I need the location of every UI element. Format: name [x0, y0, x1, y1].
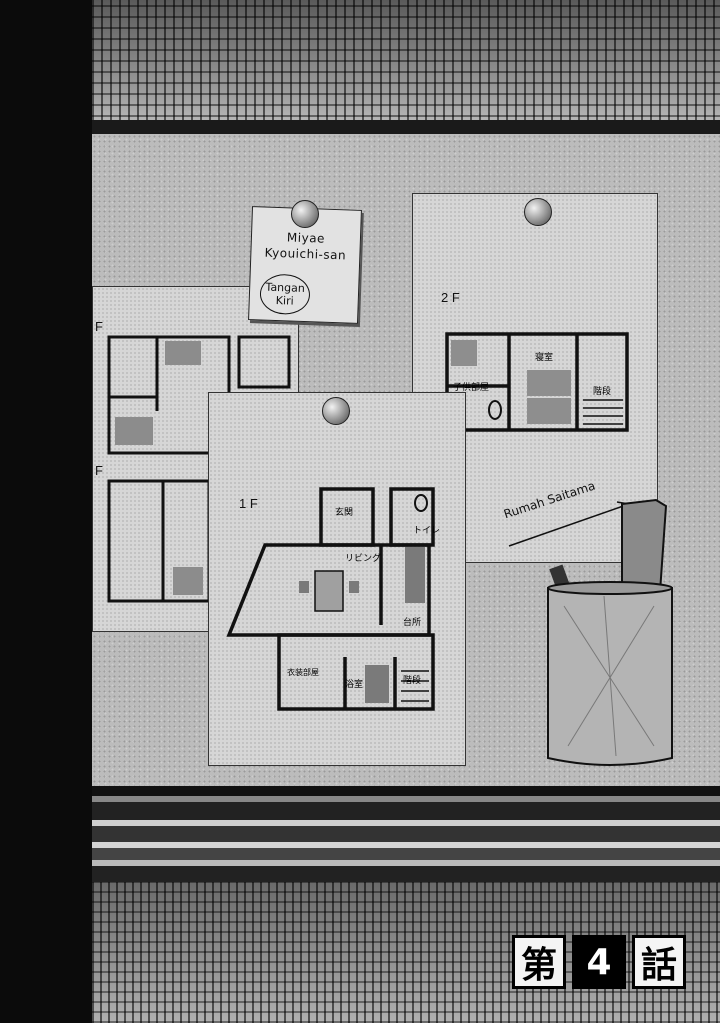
- bottom-frame-rail: [92, 786, 720, 882]
- chapter-prefix: 第: [512, 935, 566, 989]
- kitchen-label: 台所: [403, 618, 422, 628]
- top-frame-rail: [92, 120, 720, 134]
- entrance-label: 玄関: [335, 508, 354, 518]
- second-floor-pin-icon: [524, 198, 552, 226]
- first-floor-sheet: 1 F リビング 玄関 トイレ 台所 衣装部屋 浴室 階段: [208, 392, 466, 766]
- toilet-label: トイレ: [413, 526, 441, 536]
- bath-label: 浴室: [345, 680, 364, 690]
- first-floor-plan-drawing: [226, 487, 435, 711]
- first-floor-label: 1 F: [239, 496, 258, 511]
- chapter-number: 4: [572, 935, 626, 989]
- chapter-marker: 第 4 話: [512, 935, 686, 989]
- left-black-border: [0, 0, 92, 1023]
- living-label: リビング: [345, 554, 382, 564]
- note-tag-circled: Tangan Kiri: [259, 273, 311, 316]
- left-floor-label-bottom: F: [95, 463, 103, 478]
- first-floor-pin-icon: [322, 397, 350, 425]
- second-floor-plan-drawing: [445, 332, 629, 432]
- second-floor-label: 2 F: [441, 290, 460, 305]
- note-pin-icon: [291, 200, 319, 228]
- pen-holder-icon: [547, 498, 673, 766]
- kids-room-label: 子供部屋: [453, 383, 490, 393]
- left-floor-label-top: F: [95, 319, 103, 334]
- chapter-suffix: 話: [632, 935, 686, 989]
- stairs-2f-label: 階段: [593, 387, 612, 397]
- top-hatched-background: [92, 0, 720, 128]
- stairs-1f-label: 階段: [403, 676, 422, 686]
- note-name-line2: Kyouichi-san: [264, 245, 347, 263]
- bedroom-label: 寝室: [535, 353, 554, 363]
- closet-label: 衣装部屋: [287, 668, 319, 677]
